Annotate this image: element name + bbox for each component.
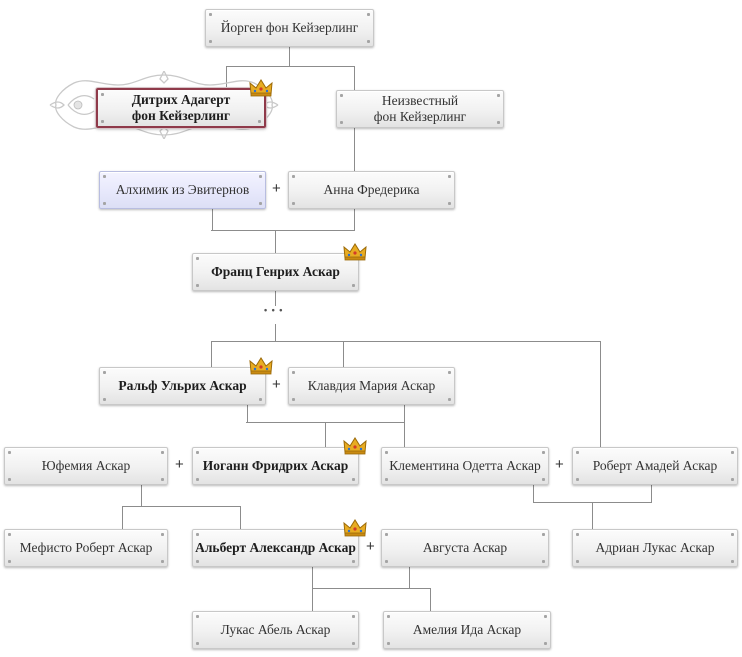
person-name: Мефисто Роберт Аскар (19, 540, 153, 555)
person-name: Роберт Амадей Аскар (592, 458, 718, 473)
person-name: Анна Фредерика (323, 182, 420, 197)
person-albert[interactable]: Альберт Александр Аскар (192, 529, 359, 567)
person-name: Ральф Ульрих Аскар (118, 378, 247, 393)
person-name: Клементина Одетта Аскар (389, 458, 541, 473)
person-name: Клавдия Мария Аскар (307, 378, 436, 393)
person-name: Августа Аскар (422, 540, 508, 555)
person-name: Юфемия Аскар (41, 458, 131, 473)
person-robert-amadei[interactable]: Роберт Амадей Аскар (572, 447, 738, 485)
person-iogann[interactable]: Иоганн Фридрих Аскар (192, 447, 359, 485)
marriage-plus: + (555, 456, 564, 473)
person-name: Неизвестный фон Кейзерлинг (373, 93, 467, 124)
person-yufemia[interactable]: Юфемия Аскар (4, 447, 168, 485)
person-lukas[interactable]: Лукас Абель Аскар (192, 611, 359, 649)
person-unknown[interactable]: Неизвестный фон Кейзерлинг (336, 90, 504, 128)
person-name: Алхимик из Эвитернов (115, 182, 250, 197)
crown-icon (343, 437, 367, 455)
person-amelia[interactable]: Амелия Ида Аскар (383, 611, 551, 649)
person-klementina[interactable]: Клементина Одетта Аскар (381, 447, 549, 485)
person-augusta[interactable]: Августа Аскар (381, 529, 549, 567)
person-name: Альберт Александр Аскар (195, 540, 356, 555)
person-jorgen[interactable]: Йорген фон Кейзерлинг (205, 9, 374, 47)
person-ralph[interactable]: Ральф Ульрих Аскар (99, 367, 266, 405)
person-name: Франц Генрих Аскар (211, 264, 340, 279)
crown-icon (343, 243, 367, 261)
person-name: Амелия Ида Аскар (412, 622, 522, 637)
person-klavdia[interactable]: Клавдия Мария Аскар (288, 367, 455, 405)
ellipsis: • • • (264, 305, 284, 315)
person-adrian[interactable]: Адриан Лукас Аскар (572, 529, 738, 567)
person-ditrich[interactable]: Дитрих Адагерт фон Кейзерлинг (96, 88, 266, 128)
person-name: Лукас Абель Аскар (220, 622, 331, 637)
crown-icon (249, 79, 273, 97)
person-alchemist[interactable]: Алхимик из Эвитернов (99, 171, 266, 209)
marriage-plus: + (175, 456, 184, 473)
person-mefisto[interactable]: Мефисто Роберт Аскар (4, 529, 168, 567)
crown-icon (343, 519, 367, 537)
person-anna[interactable]: Анна Фредерика (288, 171, 455, 209)
person-franz[interactable]: Франц Генрих Аскар (192, 253, 359, 291)
person-name: Йорген фон Кейзерлинг (220, 20, 359, 35)
person-name: Адриан Лукас Аскар (595, 540, 715, 555)
person-name: Дитрих Адагерт фон Кейзерлинг (131, 92, 231, 123)
marriage-plus: + (366, 538, 375, 555)
marriage-plus: + (272, 376, 281, 393)
person-name: Иоганн Фридрих Аскар (202, 458, 349, 473)
marriage-plus: + (272, 180, 281, 197)
crown-icon (249, 357, 273, 375)
